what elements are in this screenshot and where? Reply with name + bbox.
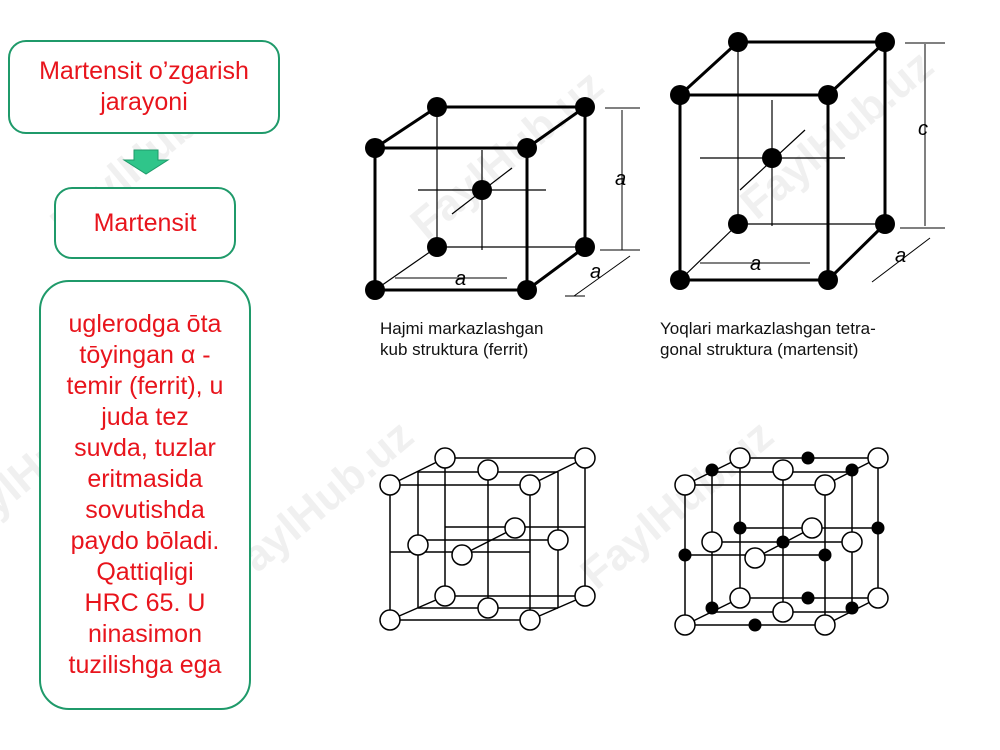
bcc-caption-line-2: kub struktura (ferrit) [380,340,529,359]
description-text: uglerodga ōta tōyingan α - temir (ferrit),… [67,309,224,681]
description-line: HRC 65. U [84,589,206,617]
bcc-center-atom [472,180,492,200]
bct-cube [678,40,945,283]
bct-atom [670,270,690,290]
bct-atom [670,85,690,105]
bct-depth-label: a [895,245,906,267]
bcc-atom [575,237,595,257]
bcc-atom [517,280,537,300]
bcc-atom [517,138,537,158]
martensit-label: Martensit [93,208,197,237]
bct-atom [818,85,838,105]
description-box: uglerodga ōta tōyingan α - temir (ferrit),… [39,280,251,710]
description-line: tuzilishga ega [68,651,222,679]
description-line: sovutishda [85,496,205,524]
description-line: paydo bōladi. [70,527,220,555]
bct-atom [728,32,748,52]
bct-atom [728,214,748,234]
bct-caption: Yoqlari markazlashgan tetra- gonal struk… [660,318,876,360]
bct-caption-line-1: Yoqlari markazlashgan tetra- [660,319,876,338]
bcc-depth-label: a [590,261,601,283]
bcc-atom [365,138,385,158]
fcc-atoms-right-open [674,447,889,636]
bct-caption-line-2: gonal struktura (martensit) [660,340,859,359]
bct-center-atom [762,148,782,168]
description-line: eritmasida [87,465,203,493]
down-arrow-icon [122,149,170,175]
martensit-box: Martensit [54,187,236,259]
bct-atom [875,214,895,234]
bcc-width-label: a [455,268,466,290]
bcc-caption: Hajmi markazlashgan kub struktura (ferri… [380,318,543,360]
description-line: ninasimon [88,620,202,648]
bct-atom [818,270,838,290]
fcc-atoms-left [379,447,596,631]
description-line: Qattiqligi [96,558,194,586]
bcc-atom [427,237,447,257]
bcc-atoms [365,97,595,300]
bcc-atom [427,97,447,117]
bct-atoms [670,32,895,290]
description-line: suvda, tuzlar [74,434,216,462]
title-box: Martensit o’zgarish jarayoni [8,40,280,134]
bcc-cube [373,105,640,297]
fcc-atoms-right-filled [678,451,885,632]
bcc-height-label: a [615,168,626,190]
description-line: tōyingan α - [79,341,211,369]
description-line: temir (ferrit), u [66,372,224,400]
bcc-atom [365,280,385,300]
bcc-atom [575,97,595,117]
bct-atom [875,32,895,52]
description-line: uglerodga ōta [68,310,222,338]
title-line-1: Martensit o’zgarish [39,57,249,85]
description-line: juda tez [101,403,189,431]
bct-width-label: a [750,253,761,275]
title-line-2: jarayoni [100,88,188,116]
bcc-caption-line-1: Hajmi markazlashgan [380,319,544,338]
bct-height-label: c [918,118,928,140]
